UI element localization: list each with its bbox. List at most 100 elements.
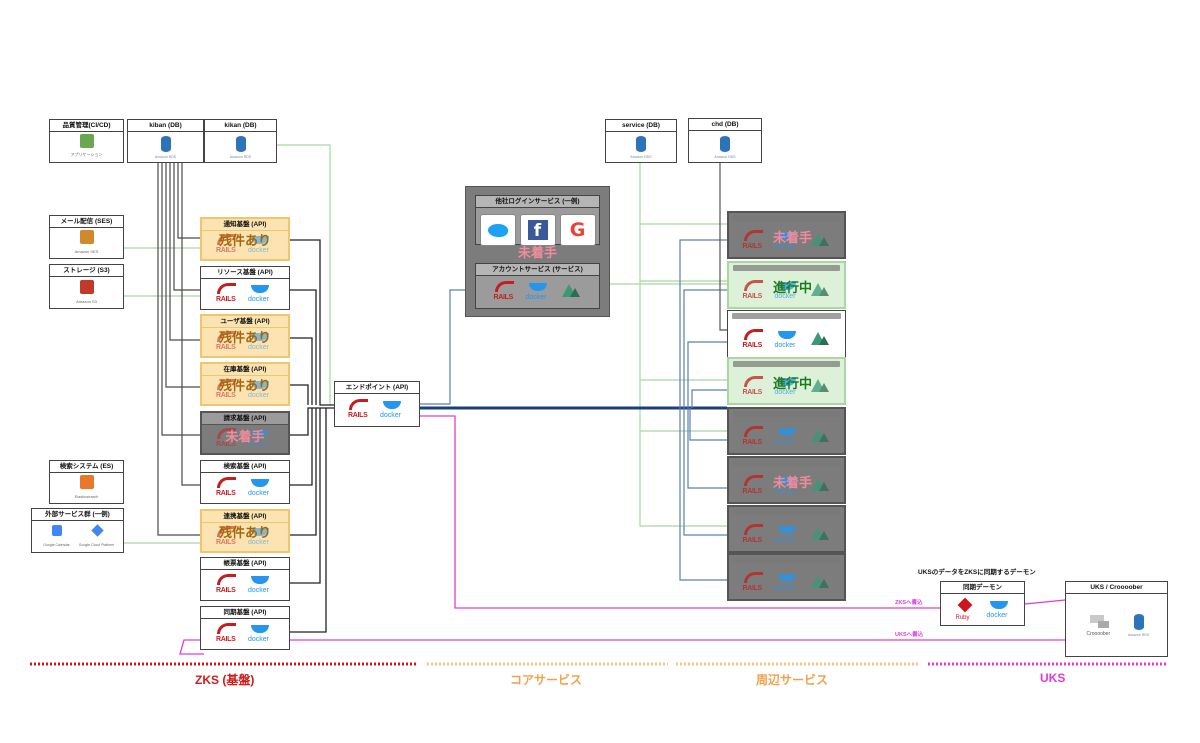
docker-icon: docker — [775, 280, 801, 300]
social-login-title: 他社ログインサービス (一例) — [476, 196, 599, 208]
docker-icon: docker — [775, 426, 801, 446]
rails-icon: RAILS — [216, 331, 240, 351]
storage-title: ストレージ (S3) — [50, 265, 123, 277]
endpoint-box: エンドポイント (API) RAILS docker — [334, 381, 420, 427]
docker-icon: docker — [775, 475, 801, 495]
service-db-box: service (DB) Amazon RDS — [605, 119, 677, 163]
database-icon: Amazon RDS — [155, 135, 176, 159]
write-uks-label: UKSへ書込 — [895, 632, 924, 638]
ruby-icon: Ruby — [953, 597, 979, 621]
docker-icon: docker — [380, 399, 406, 419]
nuxt-icon — [809, 280, 831, 300]
service-status-label: 未着手 — [772, 475, 812, 490]
nuxt-icon — [809, 572, 831, 592]
api-status-label: 残件あり — [218, 378, 271, 393]
blurred-title — [733, 460, 840, 466]
docker-icon: docker — [248, 623, 274, 643]
api-status-label: 未着手 — [225, 429, 265, 444]
api-status-label: 残件あり — [218, 525, 271, 540]
elasticsearch-icon: Elasticsearch — [72, 475, 102, 499]
croooober-icon: Croooober — [1087, 611, 1117, 637]
docker-icon: docker — [775, 376, 801, 396]
database-icon: Amazon RDS — [630, 135, 652, 159]
nuxt-icon — [809, 524, 831, 544]
twitter-icon — [479, 214, 516, 246]
kiban-db-bus — [157, 162, 200, 536]
docker-icon: docker — [775, 230, 801, 250]
rails-icon: RAILS — [216, 574, 240, 594]
peripheral-service-box: RAILS docker — [727, 505, 846, 553]
rails-icon: RAILS — [494, 281, 518, 301]
docker-icon: docker — [248, 283, 274, 303]
blurred-title — [733, 557, 840, 563]
rails-icon: RAILS — [743, 376, 767, 396]
database-icon: Amazon RDS — [1128, 613, 1149, 637]
kikan-db-title: kikan (DB) — [205, 120, 276, 132]
sync-daemon-box: 同期デーモン Ruby docker — [940, 581, 1025, 626]
rails-icon: RAILS — [743, 230, 767, 250]
docker-icon: docker — [248, 428, 274, 448]
database-icon: Amazon RDS — [230, 135, 251, 159]
storage-box: ストレージ (S3) Amazon S3 — [49, 264, 124, 309]
search-system-box: 検索システム (ES) Elasticsearch — [49, 460, 124, 504]
uks-main-box: UKS / Croooober Croooober Amazon RDS — [1065, 581, 1168, 657]
nuxt-icon — [809, 329, 831, 349]
region-label-uks: UKS — [1040, 671, 1066, 685]
rails-icon: RAILS — [216, 477, 240, 497]
rails-icon: RAILS — [216, 234, 240, 254]
rails-icon: RAILS — [216, 623, 240, 643]
docker-icon: docker — [775, 329, 801, 349]
api-status-label: 残件あり — [218, 233, 271, 248]
service-status-label: 進行中 — [772, 280, 812, 295]
docker-icon: docker — [987, 599, 1013, 619]
docker-icon: docker — [248, 331, 274, 351]
docker-icon: docker — [775, 572, 801, 592]
search-system-title: 検索システム (ES) — [50, 461, 123, 473]
api-title: ユーザ基盤 (API) — [202, 316, 288, 328]
api-title: リソース基盤 (API) — [201, 267, 289, 279]
core-status-label: 未着手 — [517, 245, 557, 260]
docker-icon: docker — [248, 379, 274, 399]
rails-icon: RAILS — [743, 426, 767, 446]
sync-daemon-title: 同期デーモン — [941, 582, 1024, 594]
region-label-periph: 周辺サービス — [756, 673, 829, 687]
blurred-title — [733, 509, 840, 515]
rails-icon: RAILS — [216, 283, 240, 303]
rails-icon: RAILS — [216, 379, 240, 399]
api-title: 在庫基盤 (API) — [202, 364, 288, 376]
google-cloud-icon: Google Cloud Platform — [79, 523, 114, 547]
external-services-title: 外部サービス群 (一例) — [32, 509, 123, 521]
blurred-title — [733, 361, 840, 367]
chd-db-title: chd (DB) — [689, 119, 761, 131]
api-title: 連携基盤 (API) — [202, 511, 288, 523]
mail-box: メール配信 (SES) Amazon SES — [49, 215, 124, 259]
account-service-title: アカウントサービス (サービス) — [476, 264, 599, 276]
rails-icon: RAILS — [348, 399, 372, 419]
write-zks-label: ZKSへ書込 — [895, 600, 923, 606]
ses-icon: Amazon SES — [72, 230, 102, 254]
blurred-title — [733, 411, 840, 417]
chd-db-box: chd (DB) Amazon RDS — [688, 118, 762, 163]
google-calendar-icon: Google Calendar — [43, 524, 70, 547]
rails-icon: RAILS — [743, 524, 767, 544]
core-service-group: 他社ログインサービス (一例) f G 未着手 アカウントサービス (サービス)… — [465, 186, 610, 317]
social-login-box: 他社ログインサービス (一例) f G — [475, 195, 600, 246]
api-title: 通知基盤 (API) — [202, 219, 288, 231]
account-service-box: アカウントサービス (サービス) RAILS docker — [475, 263, 600, 309]
nuxt-icon — [809, 426, 831, 446]
kikan-db-box: kikan (DB) Amazon RDS — [204, 119, 277, 163]
facebook-icon: f — [519, 214, 556, 246]
blurred-title — [732, 313, 841, 319]
uks-lines — [179, 415, 1066, 655]
docker-icon: docker — [775, 524, 801, 544]
blurred-title — [733, 265, 840, 271]
